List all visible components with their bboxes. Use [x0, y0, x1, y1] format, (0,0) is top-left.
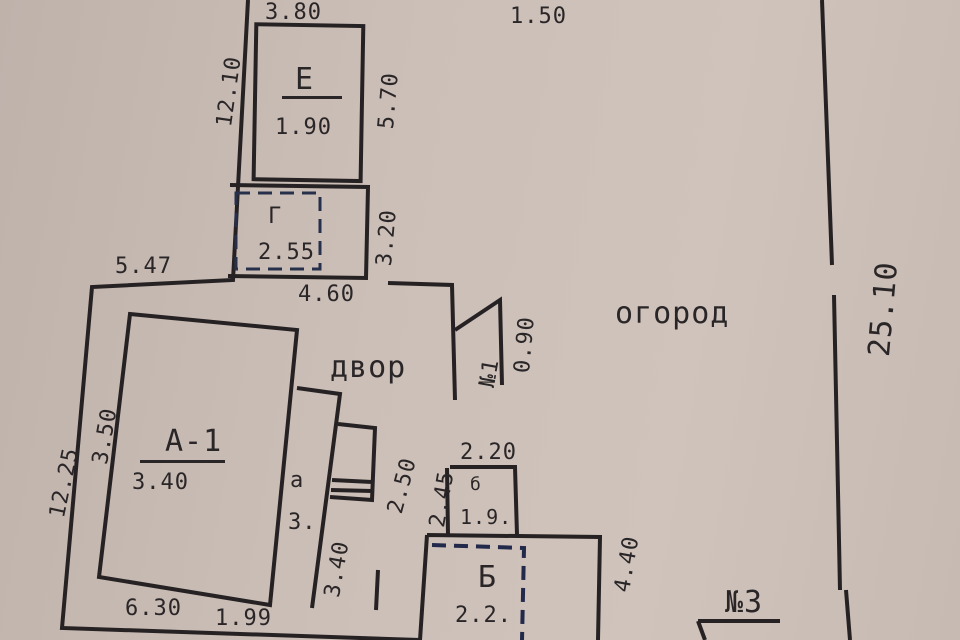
room-e-side: 5.70 [374, 71, 404, 131]
room-b-outline [418, 533, 603, 640]
house-a-divider [140, 460, 225, 463]
porch-outline [329, 422, 378, 503]
room-e-letter: Е [295, 62, 315, 97]
dim-top-gap: 1.50 [510, 4, 567, 29]
n3-bracket [696, 619, 780, 640]
house-a-outline [96, 311, 300, 608]
room-g-value: 2.55 [258, 240, 315, 265]
annex-a-outline [296, 386, 343, 609]
annex-side-line [374, 569, 380, 611]
dim-bottom-left: 6.30 [125, 596, 182, 621]
annex-a-letter: а [290, 468, 305, 493]
room-b-small-width: 2.20 [460, 440, 517, 465]
right-boundary [820, 0, 852, 640]
n3-label: №3 [725, 585, 764, 620]
room-e-outline [251, 22, 366, 184]
dim-top-width: 3.80 [265, 0, 322, 25]
room-g-letter: Г [268, 204, 283, 229]
room-e-divider [282, 96, 342, 99]
annex-a-value: 3. [288, 510, 317, 535]
room-g-dashed [234, 191, 322, 271]
room-b-small-letter: б [470, 474, 482, 495]
house-a-height: 3.40 [132, 470, 189, 495]
dim-left-mid: 5.47 [115, 254, 172, 279]
garden-label: огород [615, 296, 730, 331]
room-b-small-value: 1.9. [460, 505, 513, 529]
room-b-letter: Б [478, 560, 498, 595]
dim-yard-width: 4.60 [298, 282, 355, 307]
dim-bottom-mid: 1.99 [215, 606, 272, 631]
yard-fence [387, 281, 457, 401]
room-e-height: 1.90 [275, 115, 332, 140]
room-b-small-outline [445, 465, 519, 536]
gate-n1 [453, 296, 504, 386]
room-g-outline [227, 183, 371, 281]
room-b-value: 2.2. [455, 603, 512, 628]
house-a-letter: А-1 [165, 424, 223, 459]
room-b-dashed [431, 543, 527, 640]
gate-width: 0.90 [510, 315, 540, 375]
yard-label: двор [330, 350, 407, 385]
room-g-side: 3.20 [372, 208, 402, 268]
gate-label: №1 [475, 356, 505, 390]
